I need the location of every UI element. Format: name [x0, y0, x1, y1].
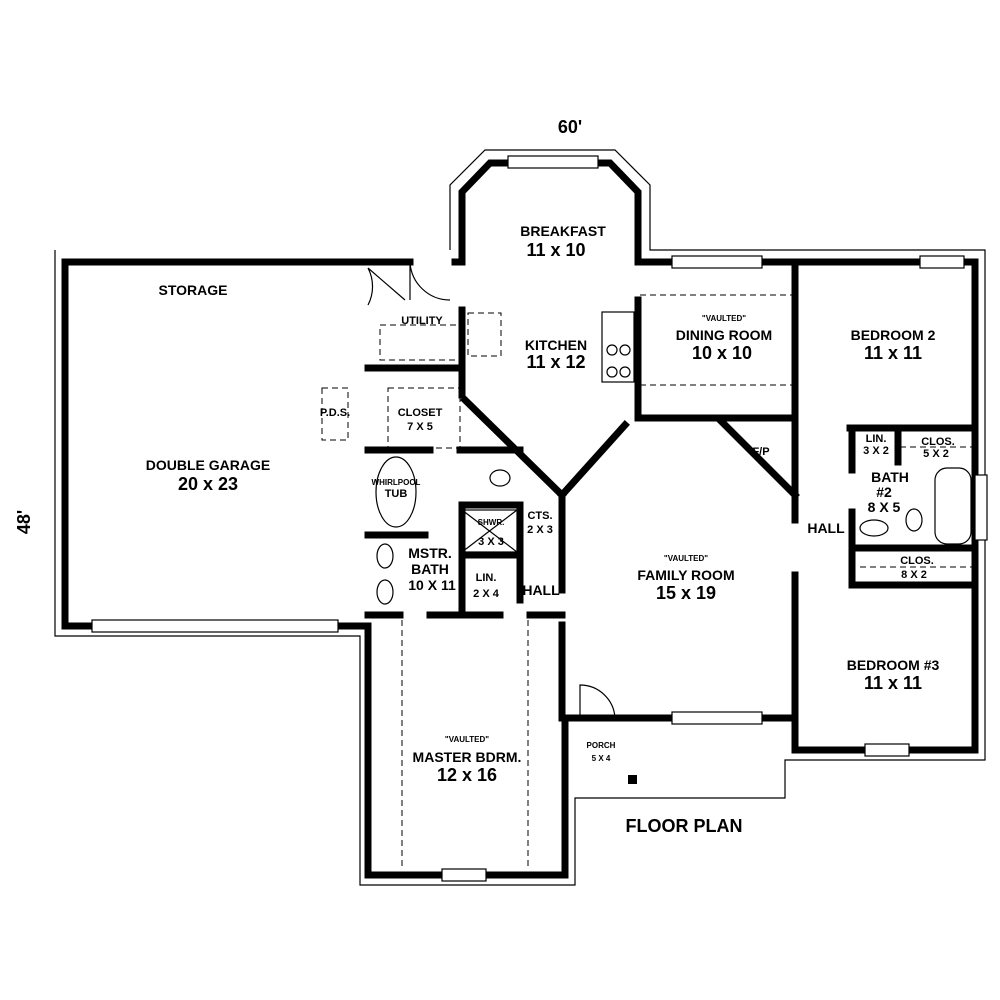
shower-size: 3 X 3: [478, 536, 504, 548]
garage-size: 20 x 23: [178, 474, 238, 494]
family-label: FAMILY ROOM: [637, 567, 734, 583]
kitchen-label: KITCHEN: [525, 337, 587, 353]
clos1-label: CLOS.: [921, 436, 955, 448]
lin1-label: LIN.: [476, 572, 497, 584]
porch-label: PORCH: [587, 741, 616, 750]
garage-label: DOUBLE GARAGE: [146, 457, 270, 473]
closet-label: CLOSET: [398, 407, 443, 419]
doors: [367, 261, 616, 719]
bedroom2-label: BEDROOM 2: [851, 327, 936, 343]
lin1-size: 2 X 4: [473, 588, 500, 600]
bedroom3-label: BEDROOM #3: [847, 657, 940, 673]
kitchen-size: 11 x 12: [526, 352, 585, 372]
porch-post: [628, 775, 637, 784]
lin2-label: LIN.: [866, 433, 887, 445]
master-size: 12 x 16: [437, 765, 497, 785]
closet-size: 7 X 5: [407, 421, 433, 433]
dining-note: "VAULTED": [702, 314, 746, 323]
plan-title: FLOOR PLAN: [626, 816, 743, 836]
clos1-size: 5 X 2: [923, 448, 949, 460]
fixtures: [321, 294, 975, 870]
dining-label: DINING ROOM: [676, 327, 772, 343]
storage-label: STORAGE: [159, 282, 228, 298]
bath2-label-2: #2: [876, 484, 892, 500]
porch-size: 5 X 4: [592, 754, 611, 763]
tub-label: TUB: [385, 488, 408, 500]
depth-dimension: 48': [14, 510, 34, 534]
mstr-bath-size: 10 X 11: [408, 577, 456, 593]
exterior-walls: [61, 159, 979, 879]
mstr-bath-label-1: MSTR.: [408, 545, 452, 561]
fp-label: F/P: [752, 446, 769, 458]
hall1-label: HALL: [522, 582, 560, 598]
breakfast-size: 11 x 10: [526, 240, 585, 260]
bath2-label-1: BATH: [871, 469, 909, 485]
clos2-size: 8 X 2: [901, 569, 927, 581]
lin2-size: 3 X 2: [863, 445, 889, 457]
shower-label: SHWR.: [478, 518, 505, 527]
pds-label: P.D.S.: [320, 407, 350, 419]
utility-label: UTILITY: [401, 315, 443, 327]
bedroom2-size: 11 x 11: [864, 343, 922, 363]
mstr-bath-label-2: BATH: [411, 561, 449, 577]
master-note: "VAULTED": [445, 735, 489, 744]
interior-walls: [364, 258, 979, 722]
tub-note: WHIRLPOOL: [372, 478, 421, 487]
family-size: 15 x 19: [656, 583, 716, 603]
outer-outline: [54, 149, 986, 886]
bath2-size: 8 X 5: [868, 499, 901, 515]
bedroom3-size: 11 x 11: [864, 673, 922, 693]
clos2-label: CLOS.: [900, 555, 934, 567]
breakfast-label: BREAKFAST: [520, 223, 606, 239]
cts-label: CTS.: [527, 510, 552, 522]
windows: [91, 155, 988, 882]
dining-size: 10 x 10: [692, 343, 752, 363]
width-dimension: 60': [558, 117, 582, 137]
cts-size: 2 X 3: [527, 524, 553, 536]
master-label: MASTER BDRM.: [413, 749, 522, 765]
hall2-label: HALL: [807, 520, 845, 536]
family-note: "VAULTED": [664, 554, 708, 563]
